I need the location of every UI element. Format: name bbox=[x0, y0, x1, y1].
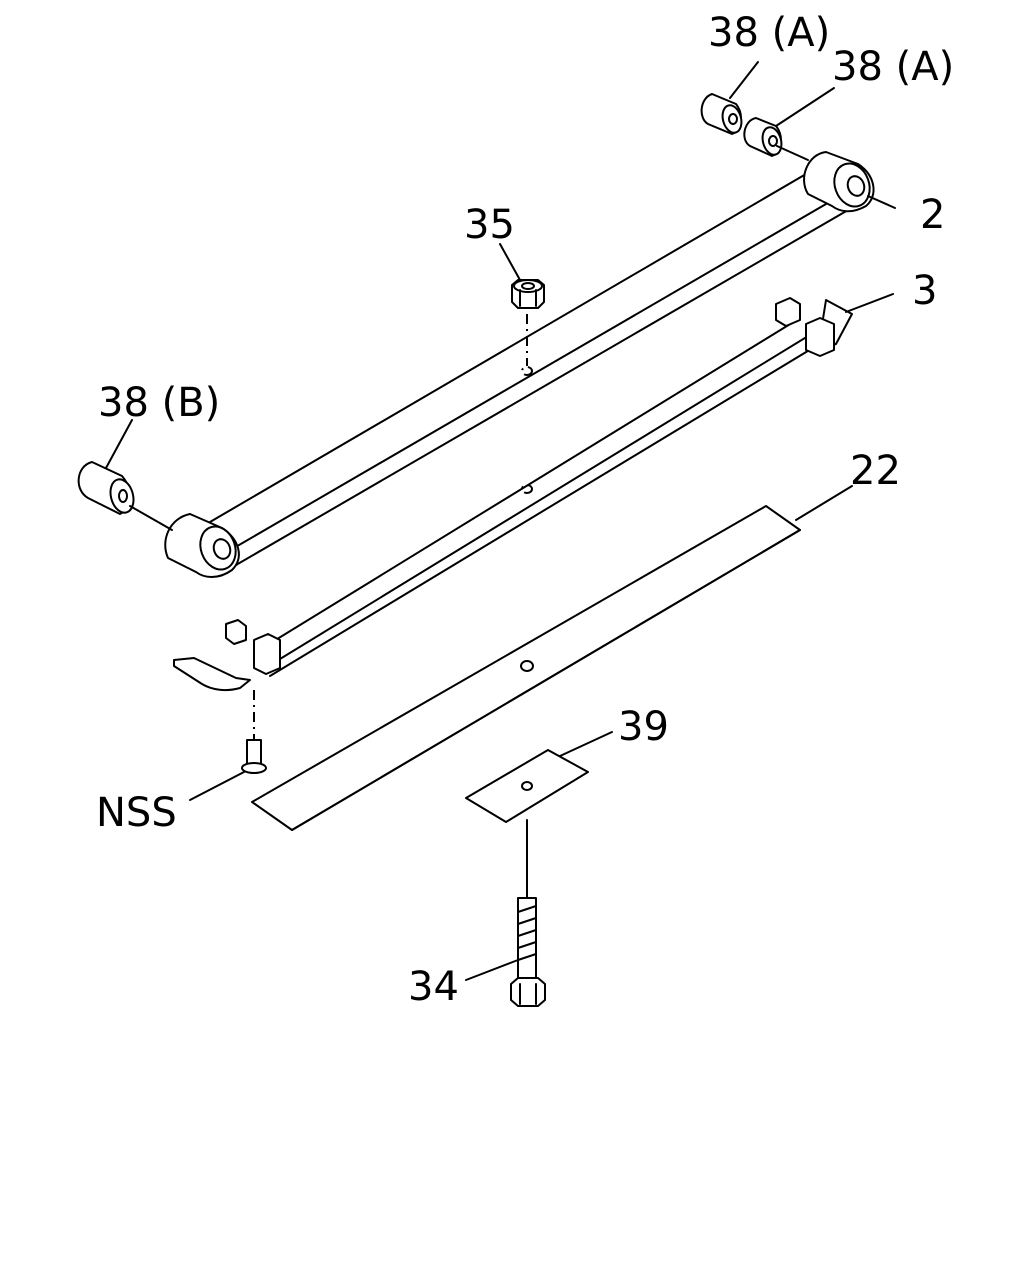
leader-spacer-plate bbox=[559, 731, 613, 757]
callout-center-bolt: 34 bbox=[408, 964, 459, 1010]
leader-center-bolt bbox=[465, 959, 519, 981]
center-bolt-part bbox=[510, 897, 546, 1007]
leader-bushing-a-2 bbox=[775, 87, 835, 127]
front-clip-icon bbox=[775, 297, 801, 327]
third-leaf-hole-icon bbox=[520, 660, 534, 672]
callout-bushing-b: 38 (B) bbox=[98, 380, 220, 426]
leader-third-leaf bbox=[795, 485, 853, 521]
main-leaf-part bbox=[164, 151, 875, 578]
leader-bushing-b bbox=[105, 419, 133, 469]
nut-part bbox=[511, 279, 545, 309]
clip-rivet-part bbox=[241, 739, 267, 774]
callout-nut: 35 bbox=[464, 202, 515, 248]
leaf-center-hole-icon bbox=[521, 366, 533, 376]
callout-bushing-a-1: 38 (A) bbox=[708, 10, 830, 56]
leader-clip-rivet bbox=[189, 771, 245, 801]
second-leaf-hole-icon bbox=[521, 484, 533, 494]
leader-bushing-a-1 bbox=[729, 61, 759, 99]
bushing-a-lower bbox=[743, 117, 783, 157]
second-leaf-part bbox=[173, 297, 853, 692]
leader-nut bbox=[499, 243, 521, 281]
callout-second-leaf: 3 bbox=[912, 268, 937, 314]
leader-bushing-b-to-eye bbox=[129, 505, 173, 531]
callout-third-leaf: 22 bbox=[850, 448, 901, 494]
leader-second-leaf bbox=[845, 293, 894, 313]
callout-spacer-plate: 39 bbox=[618, 704, 669, 750]
bushing-a-upper bbox=[700, 93, 743, 135]
rear-clip-icon bbox=[225, 619, 247, 645]
spacer-plate-part bbox=[465, 749, 589, 823]
third-leaf-part bbox=[251, 505, 801, 831]
callout-main-leaf: 2 bbox=[920, 192, 945, 238]
callout-clip-rivet: NSS bbox=[96, 790, 177, 836]
leader-bushing-to-eye bbox=[776, 145, 809, 161]
bushing-b bbox=[77, 461, 135, 515]
leader-main-leaf bbox=[867, 195, 896, 209]
callout-bushing-a-2: 38 (A) bbox=[832, 44, 954, 90]
